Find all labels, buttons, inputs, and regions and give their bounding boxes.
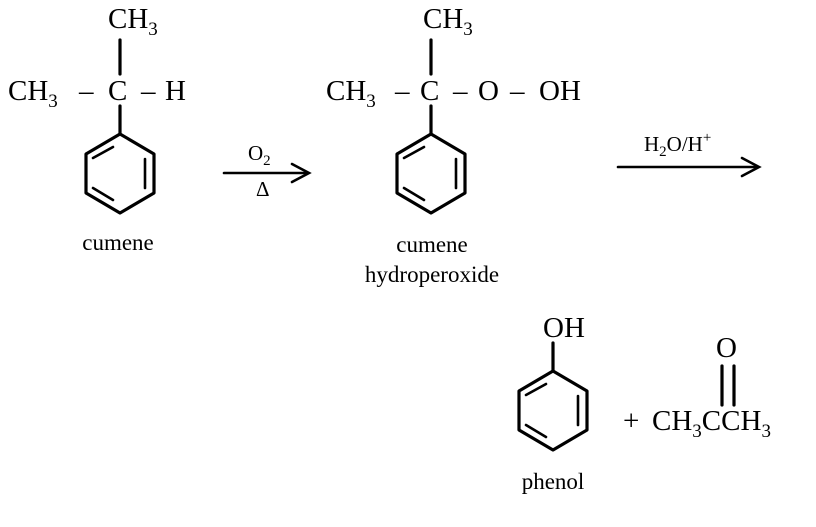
hydroperoxide-dash-2: – <box>452 75 468 107</box>
step1-reagent-oxygen: O2 <box>248 141 271 169</box>
cumene-hydrogen: H <box>165 75 186 107</box>
step1-arrow: O2 Δ <box>222 141 312 201</box>
cumene-top-methyl: CH3 <box>108 3 158 40</box>
step1-heat-symbol: Δ <box>256 177 270 201</box>
phenol-benzene-ring <box>517 369 589 452</box>
hydroperoxide-benzene-ring <box>395 132 467 215</box>
cumene-structure: CH3 CH3 – C – H cumene <box>8 3 186 255</box>
hydroperoxide-hydroxyl: OH <box>539 75 581 107</box>
hydroperoxide-label-line2: hydroperoxide <box>365 262 499 287</box>
step2-reagent: H2O/H+ <box>644 130 711 160</box>
hydroperoxide-central-carbon: C <box>420 75 439 107</box>
acetone-carbonyl-oxygen: O <box>716 332 737 364</box>
cumene-benzene-ring <box>84 132 156 215</box>
cumene-label: cumene <box>82 230 154 255</box>
step2-arrow: H2O/H+ <box>616 130 762 178</box>
cumene-left-methyl: CH3 <box>8 75 58 112</box>
cumene-right-dash: – <box>140 75 156 107</box>
hydroperoxide-top-methyl: CH3 <box>423 3 473 40</box>
plus-sign: + <box>623 405 639 437</box>
phenol-label: phenol <box>522 469 585 494</box>
phenol-structure: OH phenol <box>517 312 589 494</box>
hydroperoxide-label-line1: cumene <box>396 232 468 257</box>
cumene-left-dash: – <box>78 75 94 107</box>
cumene-central-carbon: C <box>108 75 127 107</box>
acetone-structure: + O CH3CCH3 <box>623 332 771 442</box>
hydroperoxide-dash-3: – <box>509 75 525 107</box>
phenol-hydroxyl: OH <box>543 312 585 344</box>
hydroperoxide-left-methyl: CH3 <box>326 75 376 112</box>
acetone-formula: CH3CCH3 <box>652 405 771 442</box>
hydroperoxide-structure: CH3 CH3 – C – O – OH cumene hydroperoxid… <box>326 3 581 287</box>
hydroperoxide-dash-1: – <box>394 75 410 107</box>
hydroperoxide-oxygen: O <box>478 75 499 107</box>
